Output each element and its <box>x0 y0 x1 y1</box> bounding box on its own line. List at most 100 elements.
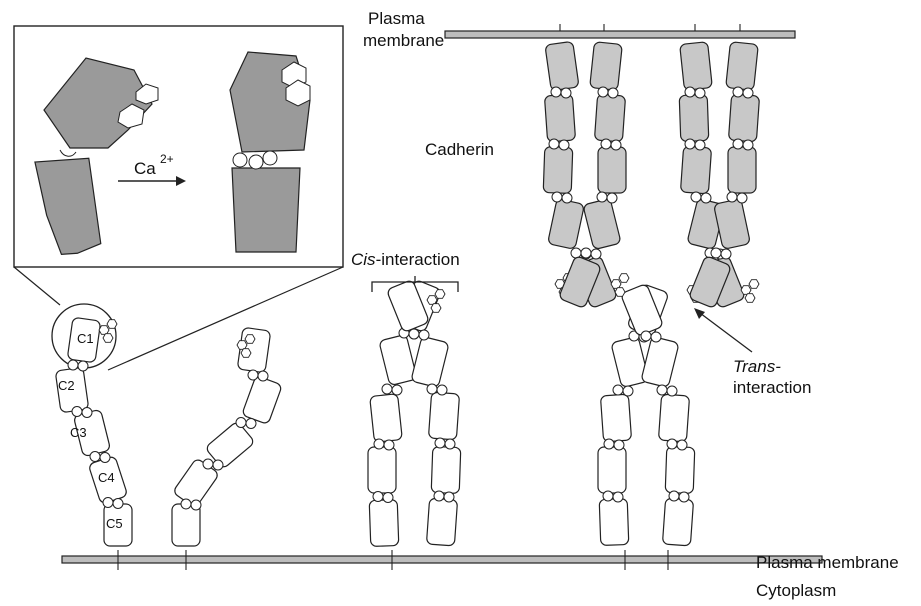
top-molecule-2-ca-2a <box>597 192 607 202</box>
trans-bottom-left-domain-2 <box>598 447 626 493</box>
monomer-2-ca-0a <box>181 499 191 509</box>
top-molecule-3-ca-1b <box>695 140 705 150</box>
top-molecule-3-ca-2a <box>691 192 701 202</box>
top-molecule-3-domain-2 <box>679 95 709 142</box>
trans-bottom-left-ca-1a <box>604 439 614 449</box>
cis-dimer-left-ca-1b <box>384 440 394 450</box>
top-molecule-2-ca-1a <box>601 139 611 149</box>
top-molecule-2-domain-3 <box>598 147 626 193</box>
trans-bottom-right-domain-1 <box>662 498 693 546</box>
monomer-1-ca-2a <box>72 407 82 417</box>
domain-label-c2: C2 <box>58 378 75 393</box>
top-molecule-1-ca-1b <box>559 140 569 150</box>
trans-bottom-left-ca-0b <box>613 492 623 502</box>
monomer-2-ca-2a <box>236 418 246 428</box>
trans-arrow-line <box>700 313 752 352</box>
zoom-line-left <box>14 267 60 305</box>
top-molecule-4-domain-2 <box>728 94 759 142</box>
trans-bottom-right-ca-1a <box>667 439 677 449</box>
top-molecule-1-ca-2a <box>552 192 562 202</box>
top-molecule-4-ca-2b <box>737 193 747 203</box>
monomer-2-ca-1b <box>213 460 223 470</box>
top-molecule-1-domain-1 <box>545 41 579 90</box>
trans-bottom-left-domain-3 <box>600 394 631 442</box>
cis-dimer-right-ca-0a <box>434 491 444 501</box>
top-molecule-2-ca-0b <box>608 88 618 98</box>
monomer-2-head-hex-1 <box>245 335 255 344</box>
trans-arrowhead <box>694 308 705 319</box>
top-molecule-3-ca-0b <box>695 88 705 98</box>
monomer-2-ca-1a <box>203 459 213 469</box>
top-molecule-4-ca-2a <box>727 192 737 202</box>
trans-bottom-right-ca-0a <box>669 491 679 501</box>
top-molecule-1-domain-4 <box>548 199 585 250</box>
cis-dimer-left-ca-2a <box>382 384 392 394</box>
cis-dimer-left-ca-0a <box>373 492 383 502</box>
cadherin-label: Cadherin <box>425 140 494 159</box>
monomer-1-ca-3b <box>78 361 88 371</box>
top-molecule-1-domain-3 <box>543 147 573 194</box>
top-membrane-label-line1: Plasma <box>368 9 425 28</box>
bottom-membrane-label: Plasma membrane <box>756 553 899 572</box>
top-molecule-3-ca-1a <box>685 139 695 149</box>
domain-label-c5: C5 <box>106 516 123 531</box>
monomer-1-ca-1b <box>100 453 110 463</box>
top-molecule-4-domain-4 <box>714 199 751 250</box>
monomer-1-ca-3a <box>68 360 78 370</box>
top-molecule-3-domain-1 <box>680 42 713 91</box>
monomer-1-head-hex-1 <box>107 320 117 329</box>
domain-label-c4: C4 <box>98 470 115 485</box>
cytoplasm-label: Cytoplasm <box>756 581 836 600</box>
trans-bottom-left-ca-2b <box>623 386 633 396</box>
top-molecule-4-ca-1b <box>743 140 753 150</box>
top-molecule-3-ca-2b <box>701 193 711 203</box>
monomer-2 <box>172 327 282 546</box>
cis-dimer-right-ca-1b <box>445 439 455 449</box>
monomer-2-head-hex-0 <box>237 341 247 350</box>
cis-dimer-left-domain-3 <box>370 394 403 443</box>
cis-prefix: Cis <box>351 250 376 269</box>
top-molecule-2-domain-4 <box>583 198 621 249</box>
monomer-1-ca-0b <box>113 499 123 509</box>
cis-dimer-left-ca-2b <box>392 385 402 395</box>
trans-prefix: Trans- <box>733 357 781 376</box>
top-molecule-4-ca-0a <box>733 87 743 97</box>
trans-bottom-right <box>620 283 694 545</box>
cis-interaction-label: Cis-interaction <box>351 250 460 269</box>
top-molecule-2-ca-3b <box>591 249 601 259</box>
cis-dimer-right-ca-3b <box>419 330 429 340</box>
cis-dimer-right-domain-3 <box>428 392 459 440</box>
top-molecule-4-head-hex-0 <box>741 286 751 295</box>
top-molecule-2-head-hex-1 <box>619 274 629 283</box>
trans-bottom-right-ca-0b <box>679 492 689 502</box>
cis-dimer-left-domain-2 <box>368 447 396 493</box>
monomer-2-ca-0b <box>191 500 201 510</box>
membrane-anchors-top <box>560 24 740 31</box>
bottom-plasma-membrane <box>62 556 822 563</box>
cis-dimer-right-head-hex-0 <box>427 296 437 305</box>
cis-dimer-right-ca-2a <box>427 384 437 394</box>
monomer-1-ca-1a <box>90 452 100 462</box>
trans-bottom-left-ca-2a <box>613 385 623 395</box>
trans-bottom-right-ca-2a <box>657 385 667 395</box>
trans-bottom-right-domain-3 <box>658 394 689 442</box>
top-molecule-1-ca-2b <box>562 193 572 203</box>
trans-bottom-left-ca-0a <box>603 491 613 501</box>
cis-dimer-right-head-hex-2 <box>431 304 441 313</box>
monomer-1-ca-0a <box>103 498 113 508</box>
top-molecule-3-ca-0a <box>685 87 695 97</box>
trans-bottom-right-ca-2b <box>667 386 677 396</box>
trans-suffix: interaction <box>733 378 811 397</box>
top-molecule-1-ca-0a <box>551 87 561 97</box>
top-molecule-2-head-hex-0 <box>611 280 621 289</box>
cis-dimer-left-domain-1 <box>369 500 399 547</box>
top-molecule-4-ca-1a <box>733 139 743 149</box>
top-molecule-2-domain-1 <box>590 42 623 91</box>
top-molecule-1-ca-1a <box>549 139 559 149</box>
domain-label-c1: C1 <box>77 331 94 346</box>
top-plasma-membrane <box>445 31 795 38</box>
top-molecule-2-domain-2 <box>594 94 625 142</box>
top-molecule-4-head-hex-2 <box>745 294 755 303</box>
trans-bottom-right-domain-4 <box>641 336 679 387</box>
